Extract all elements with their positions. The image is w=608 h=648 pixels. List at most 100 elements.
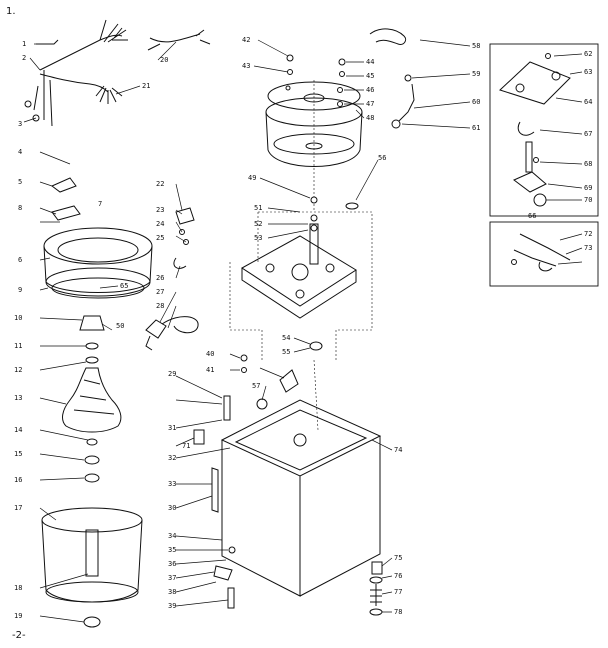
label-45: 45 xyxy=(366,72,374,80)
bracket-small xyxy=(51,177,81,221)
label-9: 9 xyxy=(18,286,22,294)
inset-lower-parts xyxy=(511,233,571,272)
label-46: 46 xyxy=(366,86,374,94)
inset-box-lower xyxy=(489,221,599,287)
label-52: 52 xyxy=(254,220,262,228)
label-65: 65 xyxy=(120,282,128,290)
label-63: 63 xyxy=(584,68,592,76)
label-70: 70 xyxy=(584,196,592,204)
label-75: 75 xyxy=(394,554,402,562)
power-cord xyxy=(145,316,199,351)
label-39: 39 xyxy=(168,602,176,610)
label-53: 53 xyxy=(254,234,262,242)
label-8: 8 xyxy=(18,204,22,212)
label-29: 29 xyxy=(168,370,176,378)
label-20: 20 xyxy=(160,56,168,64)
dashed-outline xyxy=(229,211,373,360)
label-58: 58 xyxy=(472,42,480,50)
mount-plate xyxy=(241,214,357,351)
hardware-column-center xyxy=(285,54,359,210)
label-34: 34 xyxy=(168,532,176,540)
agitator xyxy=(62,367,122,483)
label-59: 59 xyxy=(472,70,480,78)
label-12: 12 xyxy=(14,366,22,374)
label-40: 40 xyxy=(206,350,214,358)
label-10: 10 xyxy=(14,314,22,322)
label-3: 3 xyxy=(18,120,22,128)
label-77: 77 xyxy=(394,588,402,596)
label-44: 44 xyxy=(366,58,374,66)
label-18: 18 xyxy=(14,584,22,592)
page-mark-top: 1. xyxy=(6,6,16,17)
tub-ring-assembly xyxy=(43,227,153,299)
label-33: 33 xyxy=(168,480,176,488)
inset-box-upper xyxy=(489,43,599,217)
wire-jumper xyxy=(147,29,211,51)
label-72: 72 xyxy=(584,230,592,238)
label-28: 28 xyxy=(156,302,164,310)
label-7: 7 xyxy=(98,200,102,208)
label-37: 37 xyxy=(168,574,176,582)
wire-harness xyxy=(24,19,128,127)
label-64: 64 xyxy=(584,98,592,106)
label-5: 5 xyxy=(18,178,22,186)
label-13: 13 xyxy=(14,394,22,402)
label-62: 62 xyxy=(584,50,592,58)
label-48: 48 xyxy=(366,114,374,122)
label-57: 57 xyxy=(252,382,260,390)
label-4: 4 xyxy=(18,148,22,156)
leader-lines xyxy=(23,39,583,623)
label-69: 69 xyxy=(584,184,592,192)
label-55: 55 xyxy=(282,348,290,356)
label-17: 17 xyxy=(14,504,22,512)
outer-tub xyxy=(265,97,363,167)
label-21: 21 xyxy=(142,82,150,90)
label-56: 56 xyxy=(378,154,386,162)
agitator-cap xyxy=(79,315,105,364)
label-38: 38 xyxy=(168,588,176,596)
label-36: 36 xyxy=(168,560,176,568)
label-19: 19 xyxy=(14,612,22,620)
lid-switch xyxy=(173,207,195,269)
label-66: 66 xyxy=(528,212,536,220)
label-54: 54 xyxy=(282,334,290,342)
cabinet-hardware xyxy=(193,354,299,609)
label-60: 60 xyxy=(472,98,480,106)
wash-basket xyxy=(41,507,143,628)
label-16: 16 xyxy=(14,476,22,484)
label-50: 50 xyxy=(116,322,124,330)
label-78: 78 xyxy=(394,608,402,616)
label-51: 51 xyxy=(254,204,262,212)
label-71: 71 xyxy=(182,442,190,450)
label-30: 30 xyxy=(168,504,176,512)
cabinet xyxy=(211,399,382,597)
label-15: 15 xyxy=(14,450,22,458)
label-41: 41 xyxy=(206,366,214,374)
fill-hose xyxy=(369,28,415,129)
label-1: 1 xyxy=(22,40,26,48)
callout-labels: 1 2 3 4 5 6 7 8 9 10 11 12 13 14 15 16 1… xyxy=(14,36,592,620)
label-11: 11 xyxy=(14,342,22,350)
label-68: 68 xyxy=(584,160,592,168)
page-number: -2- xyxy=(12,630,26,641)
leg-assembly-right xyxy=(369,561,383,616)
label-61: 61 xyxy=(472,124,480,132)
inset-upper-parts xyxy=(499,53,571,207)
label-43: 43 xyxy=(242,62,250,70)
label-24: 24 xyxy=(156,220,164,228)
label-31: 31 xyxy=(168,424,176,432)
label-73: 73 xyxy=(584,244,592,252)
label-26: 26 xyxy=(156,274,164,282)
label-2: 2 xyxy=(22,54,26,62)
label-27: 27 xyxy=(156,288,164,296)
label-23: 23 xyxy=(156,206,164,214)
label-22: 22 xyxy=(156,180,164,188)
label-25: 25 xyxy=(156,234,164,242)
label-32: 32 xyxy=(168,454,176,462)
label-6: 6 xyxy=(18,256,22,264)
label-35: 35 xyxy=(168,546,176,554)
label-42: 42 xyxy=(242,36,250,44)
label-74: 74 xyxy=(394,446,402,454)
label-67: 67 xyxy=(584,130,592,138)
